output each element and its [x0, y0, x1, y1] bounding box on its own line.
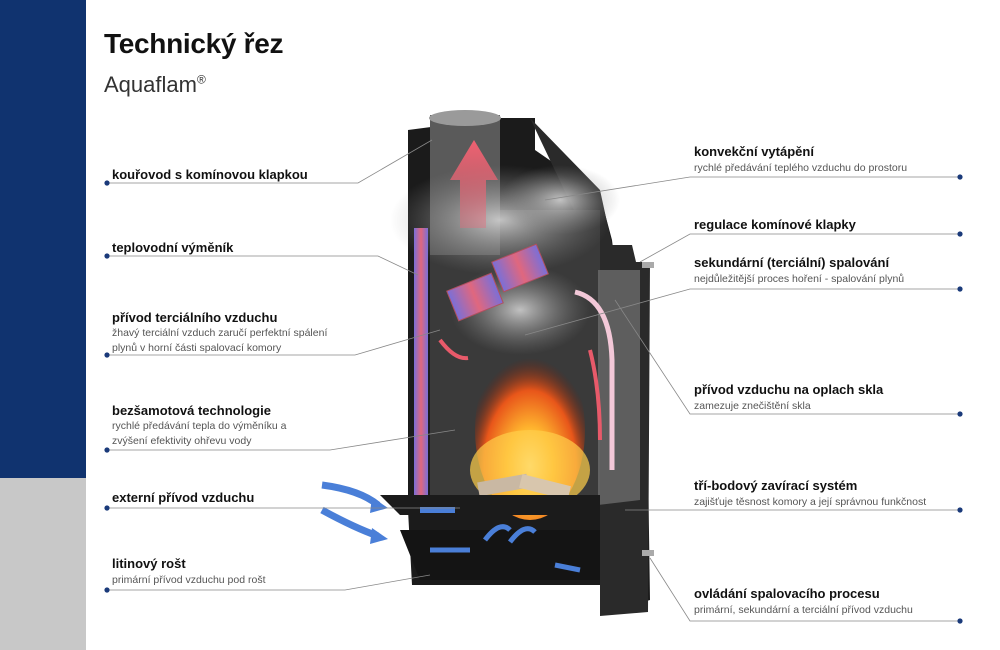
log: [477, 473, 529, 497]
leader-dot: [957, 618, 963, 624]
label-external-air: externí přívod vzduchu: [112, 490, 255, 505]
label-heat-exchanger: teplovodní výměník: [112, 240, 234, 255]
label-cast-iron-grate: litinový rošt: [112, 556, 186, 571]
leader-dot: [957, 174, 963, 180]
log: [519, 474, 571, 500]
glass-rinse-arrow: [574, 289, 615, 470]
primary-air-arrow: [483, 524, 512, 542]
leader-line: [544, 176, 960, 201]
desc-glass-rinse: zamezuje znečištění skla: [694, 400, 811, 412]
label-flue-pipe: kouřovod s komínovou klapkou: [112, 167, 308, 182]
registered-mark: ®: [196, 72, 206, 87]
desc-locking-system: zajišťuje těsnost komory a její správnou…: [694, 496, 927, 508]
leader-dot: [104, 352, 110, 358]
leader-dot: [104, 505, 110, 511]
label-combustion-control: ovládání spalovacího procesu: [694, 586, 880, 601]
label-chamotte-free: bezšamotová technologie: [112, 403, 271, 418]
page-subtitle: Aquaflam®: [104, 72, 206, 98]
label-locking-system: tří-bodový zavírací systém: [694, 478, 858, 493]
desc-cast-iron-grate: primární přívod vzduchu pod rošt: [112, 574, 266, 586]
tertiary-air-arrow: [588, 349, 602, 441]
primary-air-arrow: [554, 562, 581, 573]
label-secondary-combustion: sekundární (terciální) spalování: [694, 255, 890, 270]
primary-air-arrow: [508, 526, 537, 544]
exchanger-plate: [446, 272, 504, 322]
desc-tertiary-air-2: plynů v horní části spalovací komory: [112, 342, 282, 354]
leader-dot: [957, 231, 963, 237]
leader-line: [107, 574, 431, 591]
leader-line: [649, 557, 960, 622]
page-title: Technický řez: [104, 28, 284, 59]
desc-tertiary-air-1: žhavý terciální vzduch zaručí perfektní …: [112, 327, 328, 339]
sidebar-grey-band: [0, 478, 86, 650]
leader-line: [614, 299, 960, 415]
leader-dot: [104, 253, 110, 259]
desc-combustion-control: primární, sekundární a terciální přívod …: [694, 604, 913, 616]
exchanger-plate: [491, 243, 549, 293]
leader-line: [639, 233, 960, 263]
leader-dot: [104, 180, 110, 186]
desc-chamotte-free-1: rychlé předávání tepla do výměníku a: [112, 420, 287, 432]
leader-line: [107, 139, 433, 184]
leader-dot: [957, 286, 963, 292]
leader-dot: [957, 507, 963, 513]
flue-gas-arrow: [450, 140, 498, 228]
label-convection: konvekční vytápění: [694, 144, 814, 159]
heat-exchanger-tube: [414, 228, 428, 508]
label-damper-control: regulace komínové klapky: [694, 217, 856, 232]
tertiary-air-arrow: [438, 338, 469, 361]
label-glass-rinse: přívod vzduchu na oplach skla: [694, 382, 884, 397]
leader-dot: [104, 447, 110, 453]
leader-dot: [957, 411, 963, 417]
leader-line: [107, 255, 419, 276]
desc-convection: rychlé předávání teplého vzduchu do pros…: [694, 162, 908, 174]
leader-dot: [104, 587, 110, 593]
control-knob: [642, 262, 654, 268]
leader-line: [107, 329, 441, 356]
subtitle-text: Aquaflam: [104, 72, 197, 97]
leader-line: [107, 429, 456, 451]
desc-secondary-combustion: nejdůležitější proces hoření - spalování…: [694, 273, 905, 285]
sidebar-blue-band: [0, 0, 86, 478]
desc-chamotte-free-2: zvýšení efektivity ohřevu vody: [112, 435, 252, 447]
label-tertiary-air: přívod terciálního vzduchu: [112, 310, 278, 325]
leader-line: [524, 288, 960, 336]
control-knob: [642, 550, 654, 556]
